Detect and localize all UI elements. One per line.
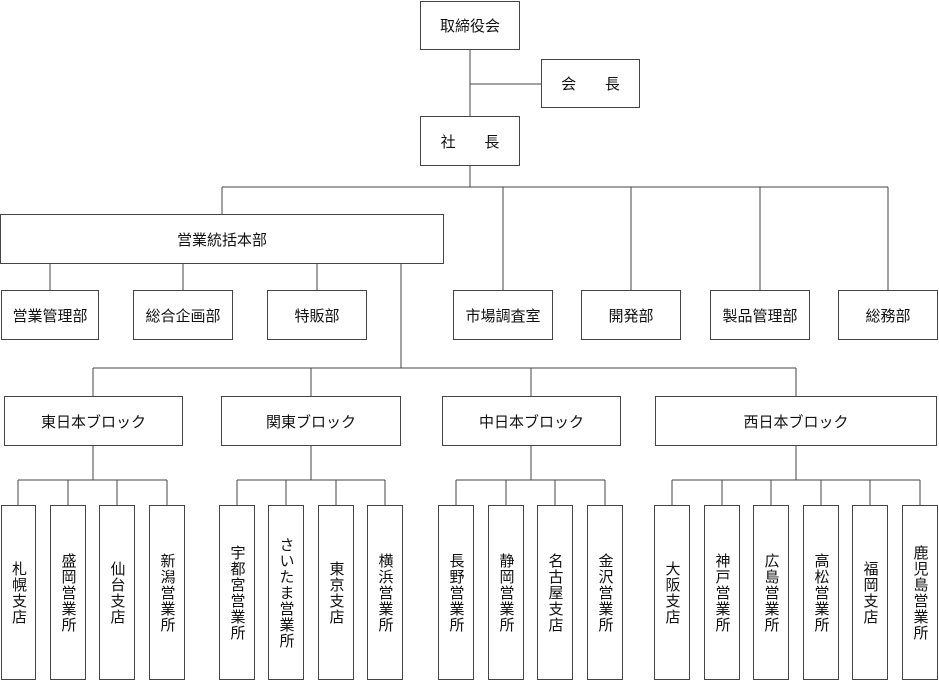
node-planning-label: 総合企画部 (145, 306, 221, 325)
office-label: 名古屋支店 (546, 552, 565, 633)
node-market-research-label: 市場調査室 (465, 306, 541, 325)
office-label: 金沢営業所 (596, 552, 615, 633)
node-sales-hq: 営業統括本部 (0, 214, 444, 264)
office-label: 福岡支店 (861, 560, 880, 625)
office-label: 大阪支店 (663, 560, 682, 625)
node-block-west: 西日本ブロック (655, 396, 937, 446)
node-development-label: 開発部 (608, 306, 654, 325)
office-label: 横浜営業所 (376, 552, 395, 633)
office-label: 札幌支店 (10, 560, 28, 625)
office-west-2: 神戸営業所 (704, 505, 740, 680)
node-sales-hq-label: 営業統括本部 (176, 230, 267, 249)
node-chairman: 会 長 (541, 59, 640, 108)
node-block-central-label: 中日本ブロック (478, 412, 584, 431)
node-product-mgmt: 製品管理部 (710, 290, 810, 340)
node-general-affairs-label: 総務部 (865, 306, 911, 325)
office-east-2: 盛岡営業所 (50, 505, 86, 680)
office-central-2: 静岡営業所 (488, 505, 524, 680)
office-central-1: 長野営業所 (438, 505, 474, 680)
node-product-mgmt-label: 製品管理部 (722, 306, 798, 325)
node-sales-admin: 営業管理部 (1, 290, 99, 340)
office-kanto-3: 東京支店 (318, 505, 354, 680)
node-president-label: 社 長 (440, 132, 512, 151)
office-central-4: 金沢営業所 (587, 505, 623, 680)
office-west-1: 大阪支店 (654, 505, 690, 680)
office-west-6: 鹿児島営業所 (902, 505, 938, 680)
office-central-3: 名古屋支店 (537, 505, 573, 680)
node-sales-admin-label: 営業管理部 (12, 306, 88, 325)
office-label: 長野営業所 (447, 552, 466, 633)
office-west-4: 高松営業所 (803, 505, 839, 680)
office-label: 静岡営業所 (497, 552, 516, 633)
node-block-east-label: 東日本ブロック (40, 412, 146, 431)
node-general-affairs: 総務部 (838, 290, 938, 340)
office-west-5: 福岡支店 (852, 505, 888, 680)
node-board: 取締役会 (420, 1, 520, 50)
office-kanto-1: 宇都宮営業所 (219, 505, 255, 680)
node-block-central: 中日本ブロック (442, 396, 621, 446)
office-label: 高松営業所 (812, 552, 831, 633)
node-development: 開発部 (581, 290, 681, 340)
office-west-3: 広島営業所 (753, 505, 789, 680)
office-label: 東京支店 (327, 560, 346, 625)
node-block-west-label: 西日本ブロック (743, 412, 849, 431)
office-label: 盛岡営業所 (59, 552, 78, 633)
office-east-3: 仙台支店 (99, 505, 135, 680)
node-chairman-label: 会 長 (561, 75, 632, 93)
office-label: さいたま営業所 (277, 536, 296, 649)
office-label: 鹿児島営業所 (911, 544, 930, 641)
node-president: 社 長 (420, 116, 520, 166)
office-label: 神戸営業所 (713, 552, 732, 633)
node-board-label: 取締役会 (439, 17, 500, 35)
office-east-1: 札幌支店 (1, 505, 36, 680)
office-label: 新潟営業所 (158, 552, 177, 633)
node-planning: 総合企画部 (133, 290, 233, 340)
office-kanto-4: 横浜営業所 (367, 505, 403, 680)
node-block-kanto: 関東ブロック (221, 396, 401, 446)
office-label: 広島営業所 (762, 552, 781, 633)
node-block-east: 東日本ブロック (4, 396, 183, 446)
office-label: 宇都宮営業所 (228, 544, 247, 641)
node-special-sales-label: 特販部 (294, 306, 340, 325)
office-east-4: 新潟営業所 (149, 505, 185, 680)
office-kanto-2: さいたま営業所 (268, 505, 304, 680)
node-special-sales: 特販部 (267, 290, 367, 340)
office-label: 仙台支店 (108, 560, 127, 625)
node-block-kanto-label: 関東ブロック (265, 412, 356, 431)
node-market-research: 市場調査室 (453, 290, 553, 340)
